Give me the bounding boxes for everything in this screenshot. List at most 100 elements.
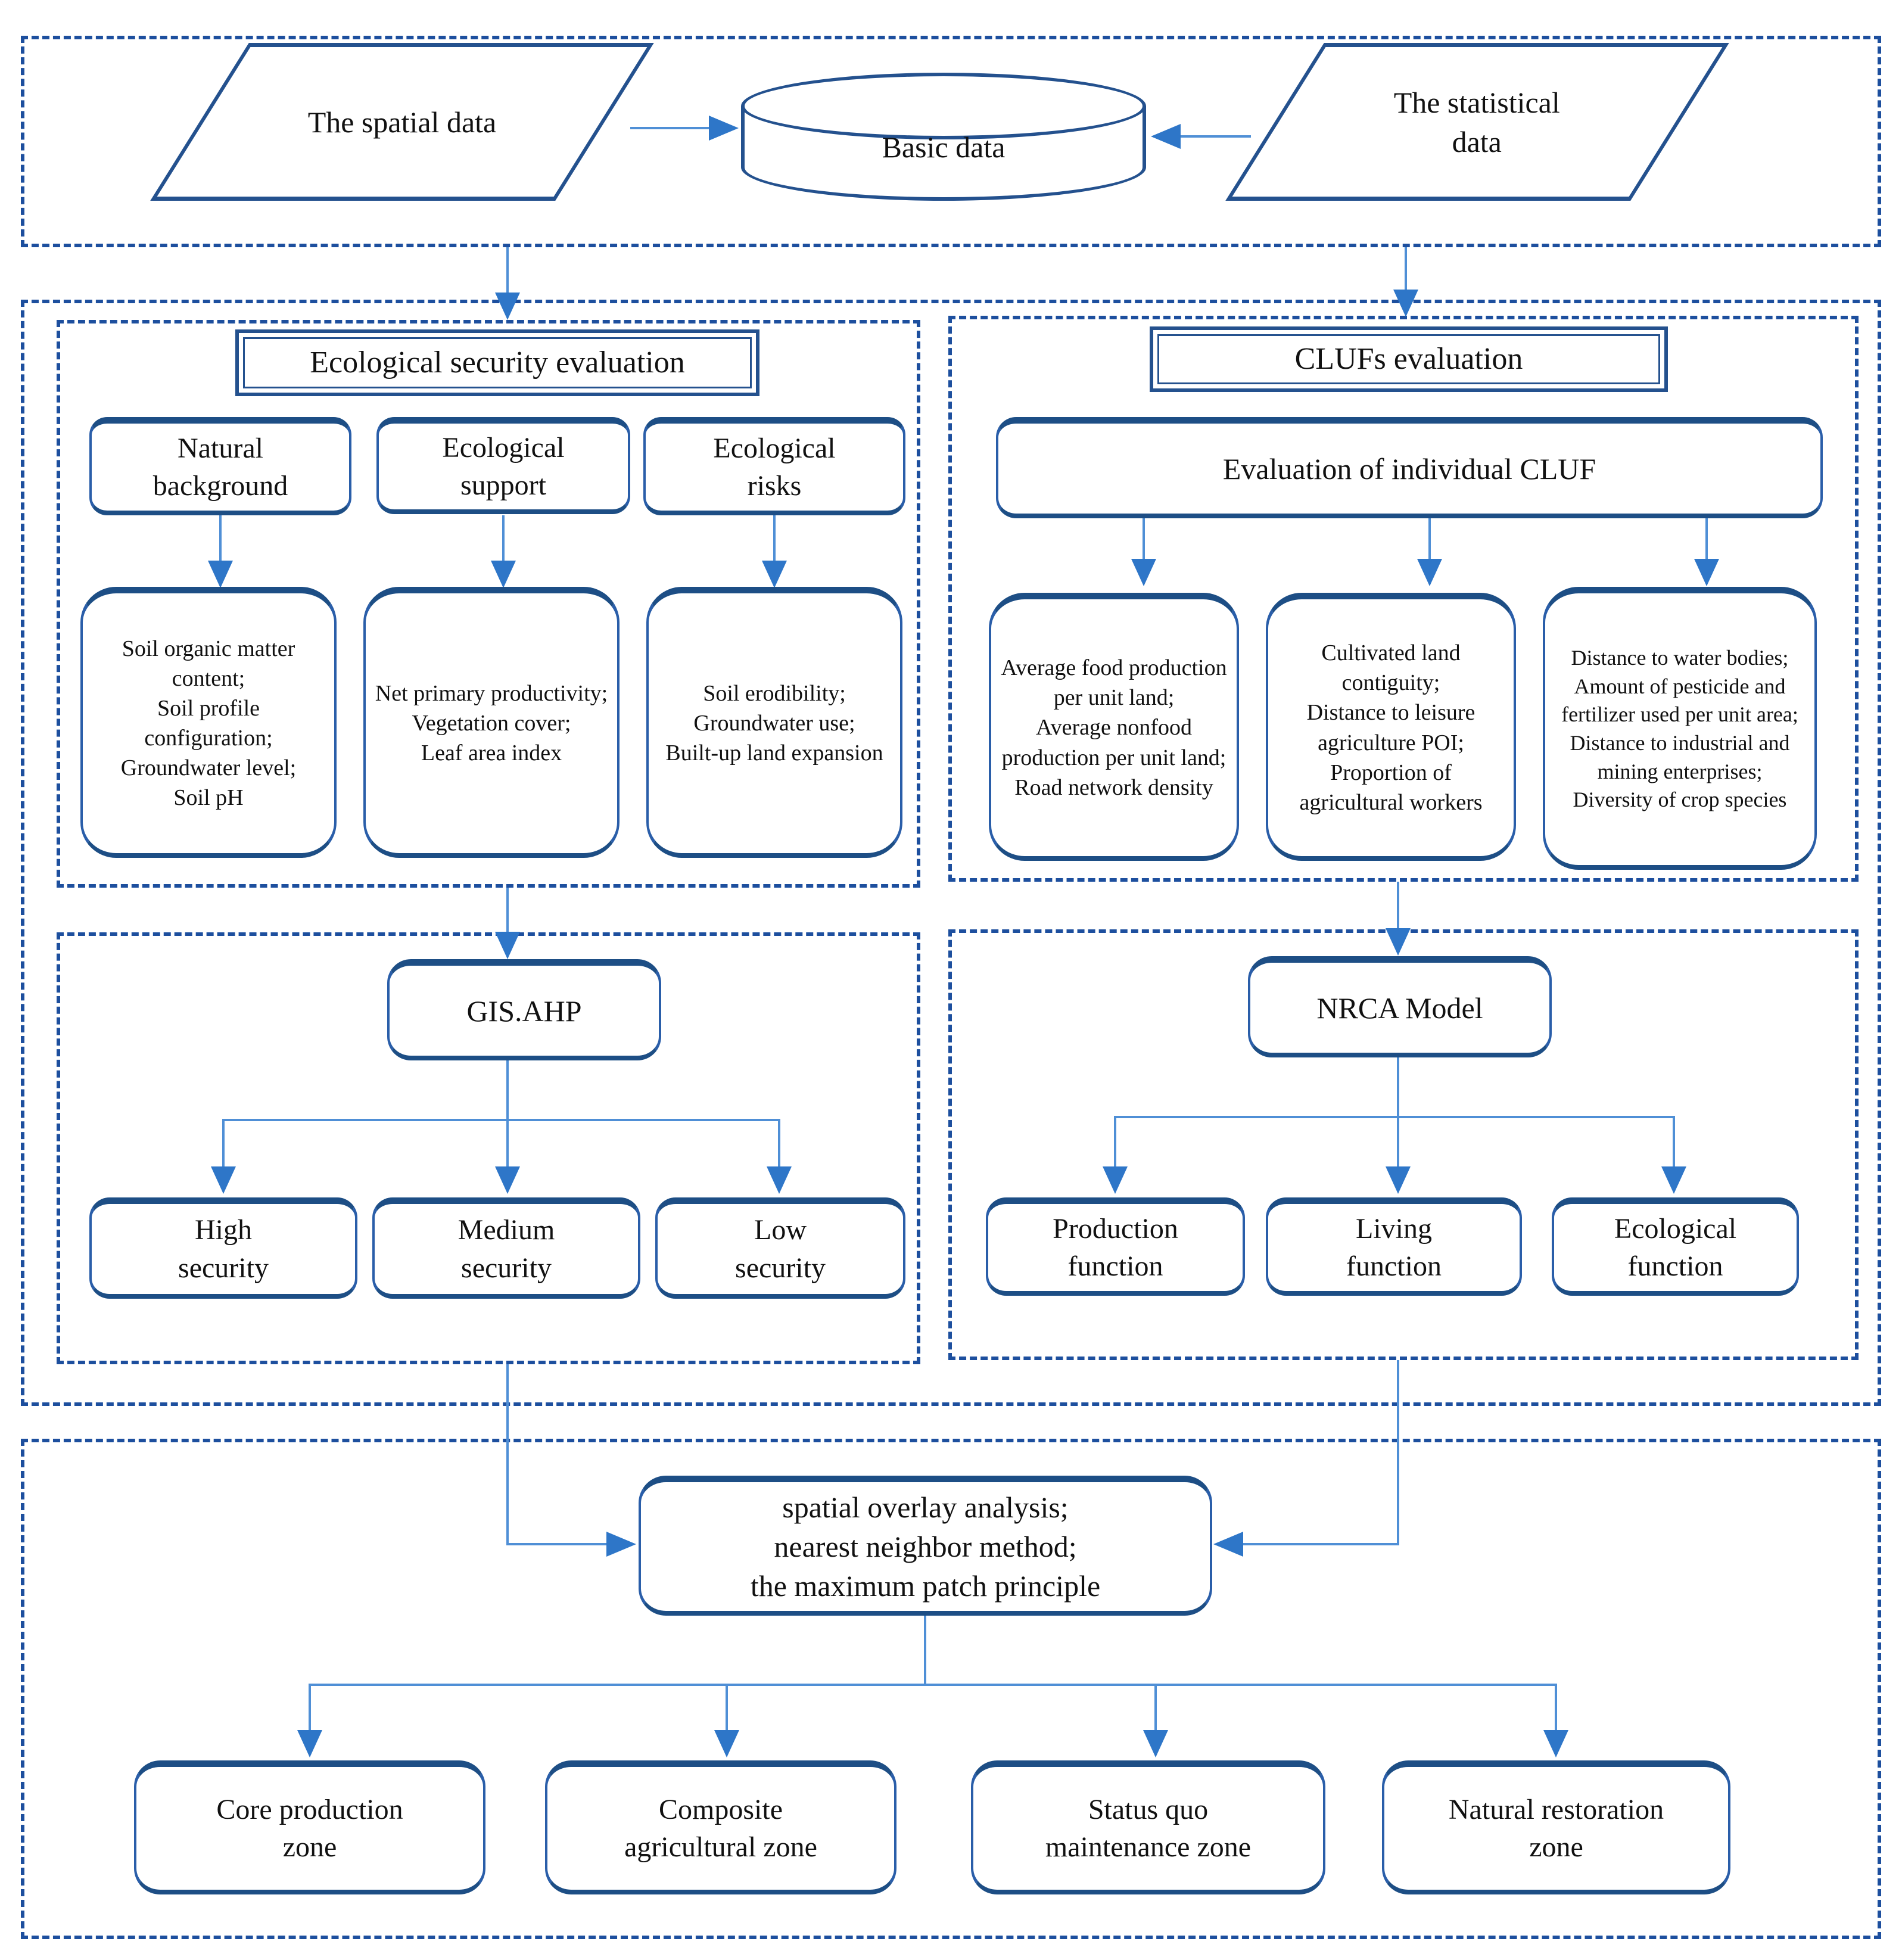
frame-evaluation-section (21, 300, 1881, 1406)
arrow-cluf-ecological-line (1705, 518, 1708, 560)
box-ecological-security-evaluation-title: Ecological security evaluation (235, 329, 759, 396)
box-status-quo-maintenance-zone: Status quo maintenance zone (971, 1760, 1325, 1894)
composite-agricultural-zone-label: Composite agricultural zone (624, 1793, 817, 1863)
zones-branch-drop-1 (309, 1684, 311, 1731)
feed-left-vertical (506, 1364, 509, 1544)
core-production-zone-label: Core production zone (216, 1793, 403, 1863)
zones-branch-stem (924, 1616, 926, 1685)
gis-branch-right-drop (778, 1119, 780, 1168)
frame-cluf-evaluation-upper (948, 316, 1859, 882)
arrow-statistical-to-basic-head (1151, 124, 1181, 149)
basic-data-label: Basic data (882, 130, 1006, 164)
arrow-to-nrca-head (1386, 928, 1411, 956)
evaluation-individual-cluf-label: Evaluation of individual CLUF (1222, 452, 1596, 486)
production-function-label: Production function (1053, 1212, 1178, 1282)
box-vegetation-indicators: Net primary productivity; Vegetation cov… (363, 587, 620, 858)
arrow-living-function-head (1386, 1166, 1411, 1194)
box-ecological-function: Ecological function (1552, 1197, 1799, 1296)
clufs-evaluation-label: CLUFs evaluation (1294, 341, 1523, 376)
arrow-to-eco-section-line (506, 247, 509, 294)
gis-ahp-label: GIS.AHP (466, 994, 582, 1028)
arrow-low-security-head (767, 1166, 792, 1194)
arrow-cluf-living-head (1417, 559, 1442, 586)
arrow-spatial-to-basic-line (630, 127, 709, 129)
feed-right-horizontal (1243, 1543, 1399, 1545)
high-security-label: High security (178, 1214, 269, 1284)
gis-branch-mid-drop (506, 1119, 509, 1168)
feed-left-horizontal (506, 1543, 608, 1545)
zones-branch-horizontal (309, 1684, 1556, 1686)
natural-restoration-zone-label: Natural restoration zone (1448, 1793, 1664, 1863)
box-ecological-function-indicators: Distance to water bodies; Amount of pest… (1543, 587, 1817, 870)
box-ecological-risks: Ecological risks (643, 417, 905, 515)
box-living-indicators: Cultivated land contiguity; Distance to … (1266, 593, 1516, 861)
arrow-ecological-support-line (502, 515, 505, 562)
arrow-cluf-living-line (1428, 518, 1431, 560)
arrow-cluf-ecological-head (1694, 559, 1719, 586)
arrow-to-cluf-section-head (1393, 290, 1418, 317)
box-production-indicators: Average food production per unit land; A… (989, 593, 1239, 861)
ecological-risks-label: Ecological risks (713, 432, 836, 502)
frame-gis-ahp-lower (57, 932, 920, 1364)
arrow-to-gis-ahp-head (495, 932, 520, 959)
arrow-statistical-to-basic-line (1181, 135, 1251, 138)
ecological-support-label: Ecological support (442, 431, 565, 501)
living-function-label: Living function (1346, 1212, 1442, 1282)
arrow-composite-agricultural-head (714, 1730, 739, 1757)
gis-branch-stem (506, 1060, 509, 1120)
box-core-production-zone: Core production zone (134, 1760, 485, 1894)
living-indicators-text: Cultivated land contiguity; Distance to … (1299, 640, 1483, 815)
zones-branch-drop-2 (726, 1684, 728, 1731)
nrca-branch-horizontal (1114, 1116, 1675, 1118)
arrow-high-security-head (211, 1166, 236, 1194)
node-basic-data: Basic data (741, 73, 1146, 201)
arrow-core-production-head (297, 1730, 322, 1757)
box-soil-indicators: Soil organic matter content; Soil profil… (80, 587, 337, 858)
arrow-natural-restoration-head (1543, 1730, 1568, 1757)
nrca-branch-left-drop (1114, 1116, 1116, 1168)
low-security-label: Low security (735, 1214, 826, 1284)
arrow-production-function-head (1103, 1166, 1128, 1194)
arrow-ecological-risks-line (773, 515, 776, 562)
arrow-ecological-function-head (1661, 1166, 1686, 1194)
spatial-data-label: The spatial data (307, 105, 497, 139)
ecological-function-indicators-text: Distance to water bodies; Amount of pest… (1561, 646, 1798, 812)
feed-right-head (1213, 1532, 1243, 1557)
gis-branch-left-drop (222, 1119, 225, 1168)
status-quo-maintenance-zone-label: Status quo maintenance zone (1045, 1793, 1252, 1863)
arrow-cluf-production-head (1131, 559, 1156, 586)
production-indicators-text: Average food production per unit land; A… (1001, 655, 1227, 800)
box-spatial-overlay-analysis: spatial overlay analysis; nearest neighb… (639, 1476, 1212, 1616)
nrca-branch-right-drop (1673, 1116, 1675, 1168)
box-natural-background: Natural background (89, 417, 351, 515)
arrow-to-nrca-line (1397, 882, 1399, 929)
zones-branch-drop-4 (1555, 1684, 1557, 1731)
risk-indicators-text: Soil erodibility; Groundwater use; Built… (665, 680, 883, 766)
soil-indicators-text: Soil organic matter content; Soil profil… (120, 636, 297, 811)
statistical-data-label: The statistical data (1394, 85, 1561, 158)
arrow-natural-background-head (208, 561, 233, 588)
box-living-function: Living function (1266, 1197, 1522, 1296)
box-low-security: Low security (655, 1197, 905, 1299)
box-evaluation-individual-cluf: Evaluation of individual CLUF (996, 417, 1823, 518)
box-ecological-support: Ecological support (376, 417, 630, 514)
arrow-ecological-support-head (491, 561, 516, 588)
frame-ecological-evaluation-upper (57, 320, 920, 888)
box-gis-ahp: GIS.AHP (387, 959, 661, 1060)
feed-left-head (606, 1532, 636, 1557)
arrow-spatial-to-basic-head (709, 116, 739, 141)
box-risk-indicators: Soil erodibility; Groundwater use; Built… (646, 587, 902, 858)
nrca-model-label: NRCA Model (1316, 991, 1483, 1025)
ecological-function-label: Ecological function (1614, 1212, 1737, 1282)
feed-right-vertical (1397, 1360, 1399, 1544)
arrow-natural-background-line (219, 515, 222, 562)
box-nrca-model: NRCA Model (1248, 956, 1552, 1057)
box-medium-security: Medium security (372, 1197, 640, 1299)
nrca-branch-mid-drop (1397, 1116, 1399, 1168)
arrow-cluf-production-line (1143, 518, 1145, 560)
spatial-overlay-analysis-text: spatial overlay analysis; nearest neighb… (750, 1491, 1101, 1603)
arrow-status-quo-head (1143, 1730, 1168, 1757)
box-production-function: Production function (986, 1197, 1245, 1296)
zones-branch-drop-3 (1154, 1684, 1157, 1731)
